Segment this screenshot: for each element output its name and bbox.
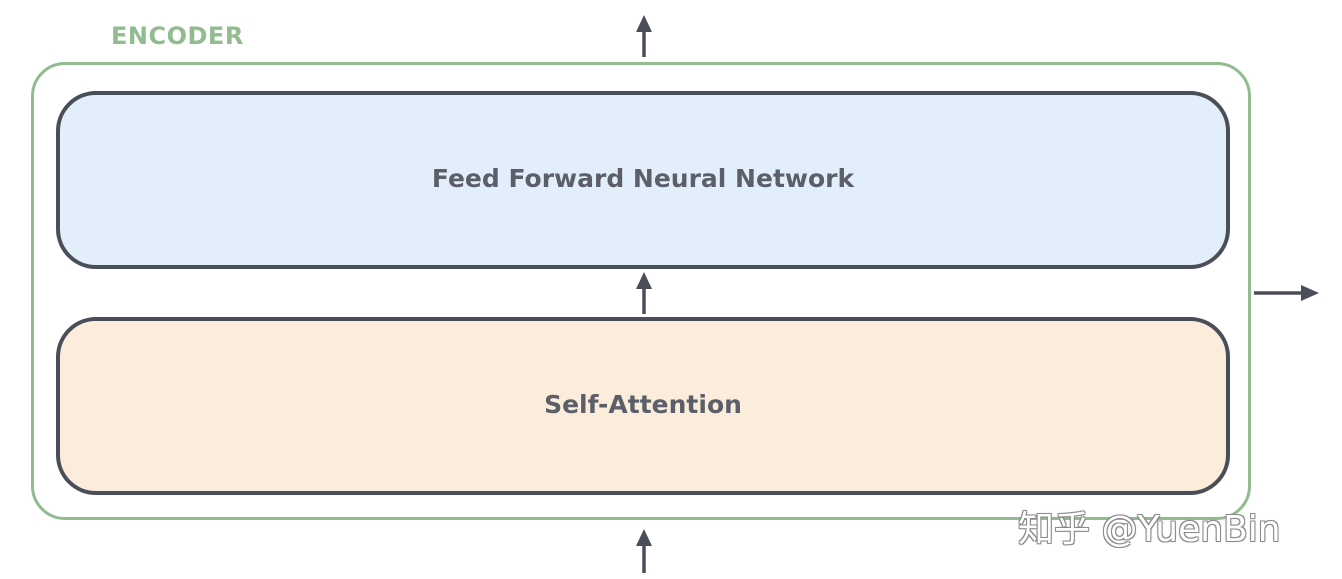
self-attention-layer: Self-Attention [56, 317, 1230, 495]
between-layers-arrow [636, 272, 652, 314]
output-arrow-top [636, 15, 652, 57]
feed-forward-label: Feed Forward Neural Network [431, 163, 855, 193]
input-arrow [636, 529, 652, 573]
encoder-container [31, 62, 1251, 520]
self-attention-label: Self-Attention [544, 389, 742, 419]
encoder-title: ENCODER [111, 22, 244, 50]
feed-forward-layer: Feed Forward Neural Network [56, 91, 1230, 269]
output-arrow-right [1254, 285, 1319, 301]
watermark: 知乎 @YuenBin [1018, 509, 1281, 550]
